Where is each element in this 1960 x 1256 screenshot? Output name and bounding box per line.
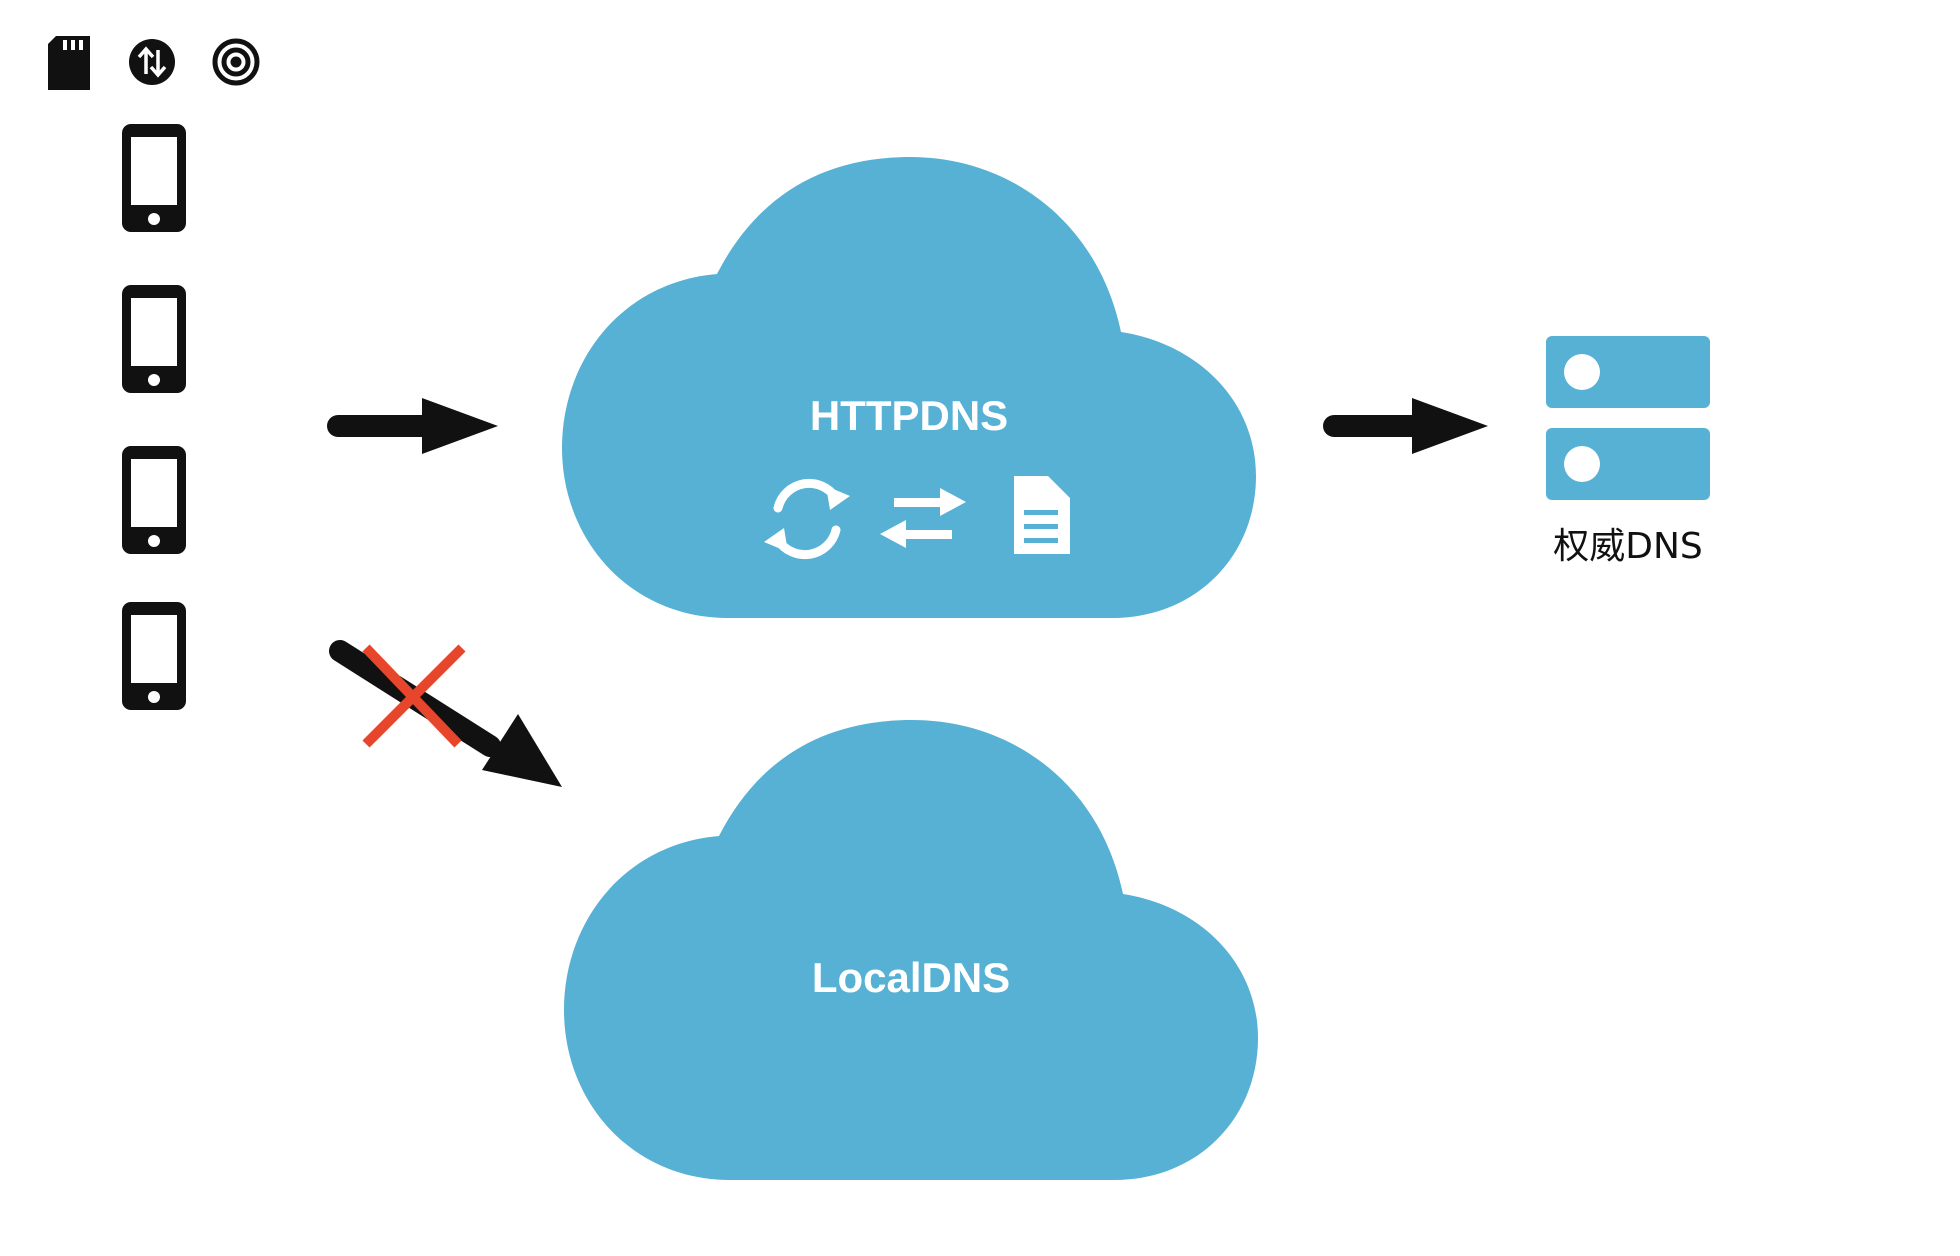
smartphone-icon <box>122 124 186 232</box>
smartphone-icon <box>122 602 186 710</box>
client-devices <box>122 124 186 710</box>
httpdns-cloud: HTTPDNS <box>562 157 1256 618</box>
cloud-shape <box>562 157 1256 618</box>
exchange-arrows-icon <box>880 488 966 548</box>
sync-icon <box>764 478 850 560</box>
server-stack-icon <box>1546 336 1710 500</box>
localdns-title: LocalDNS <box>812 954 1010 1001</box>
arrow-clients-to-localdns-blocked <box>329 640 562 787</box>
data-transfer-icon <box>129 39 175 85</box>
authoritative-dns-caption: 权威DNS <box>1553 526 1703 567</box>
arrow-clients-to-httpdns <box>327 398 498 454</box>
blocked-cross-icon <box>362 644 466 748</box>
sd-card-icon <box>48 36 90 90</box>
httpdns-title: HTTPDNS <box>810 392 1008 439</box>
smartphone-icon <box>122 446 186 554</box>
localdns-cloud: LocalDNS <box>564 720 1258 1180</box>
server-unit <box>1546 428 1710 500</box>
radar-icon <box>212 38 260 86</box>
arrow-httpdns-to-authoritative <box>1323 398 1488 454</box>
cloud-shape <box>564 720 1258 1180</box>
document-icon <box>1014 476 1070 554</box>
server-unit <box>1546 336 1710 408</box>
smartphone-icon <box>122 285 186 393</box>
